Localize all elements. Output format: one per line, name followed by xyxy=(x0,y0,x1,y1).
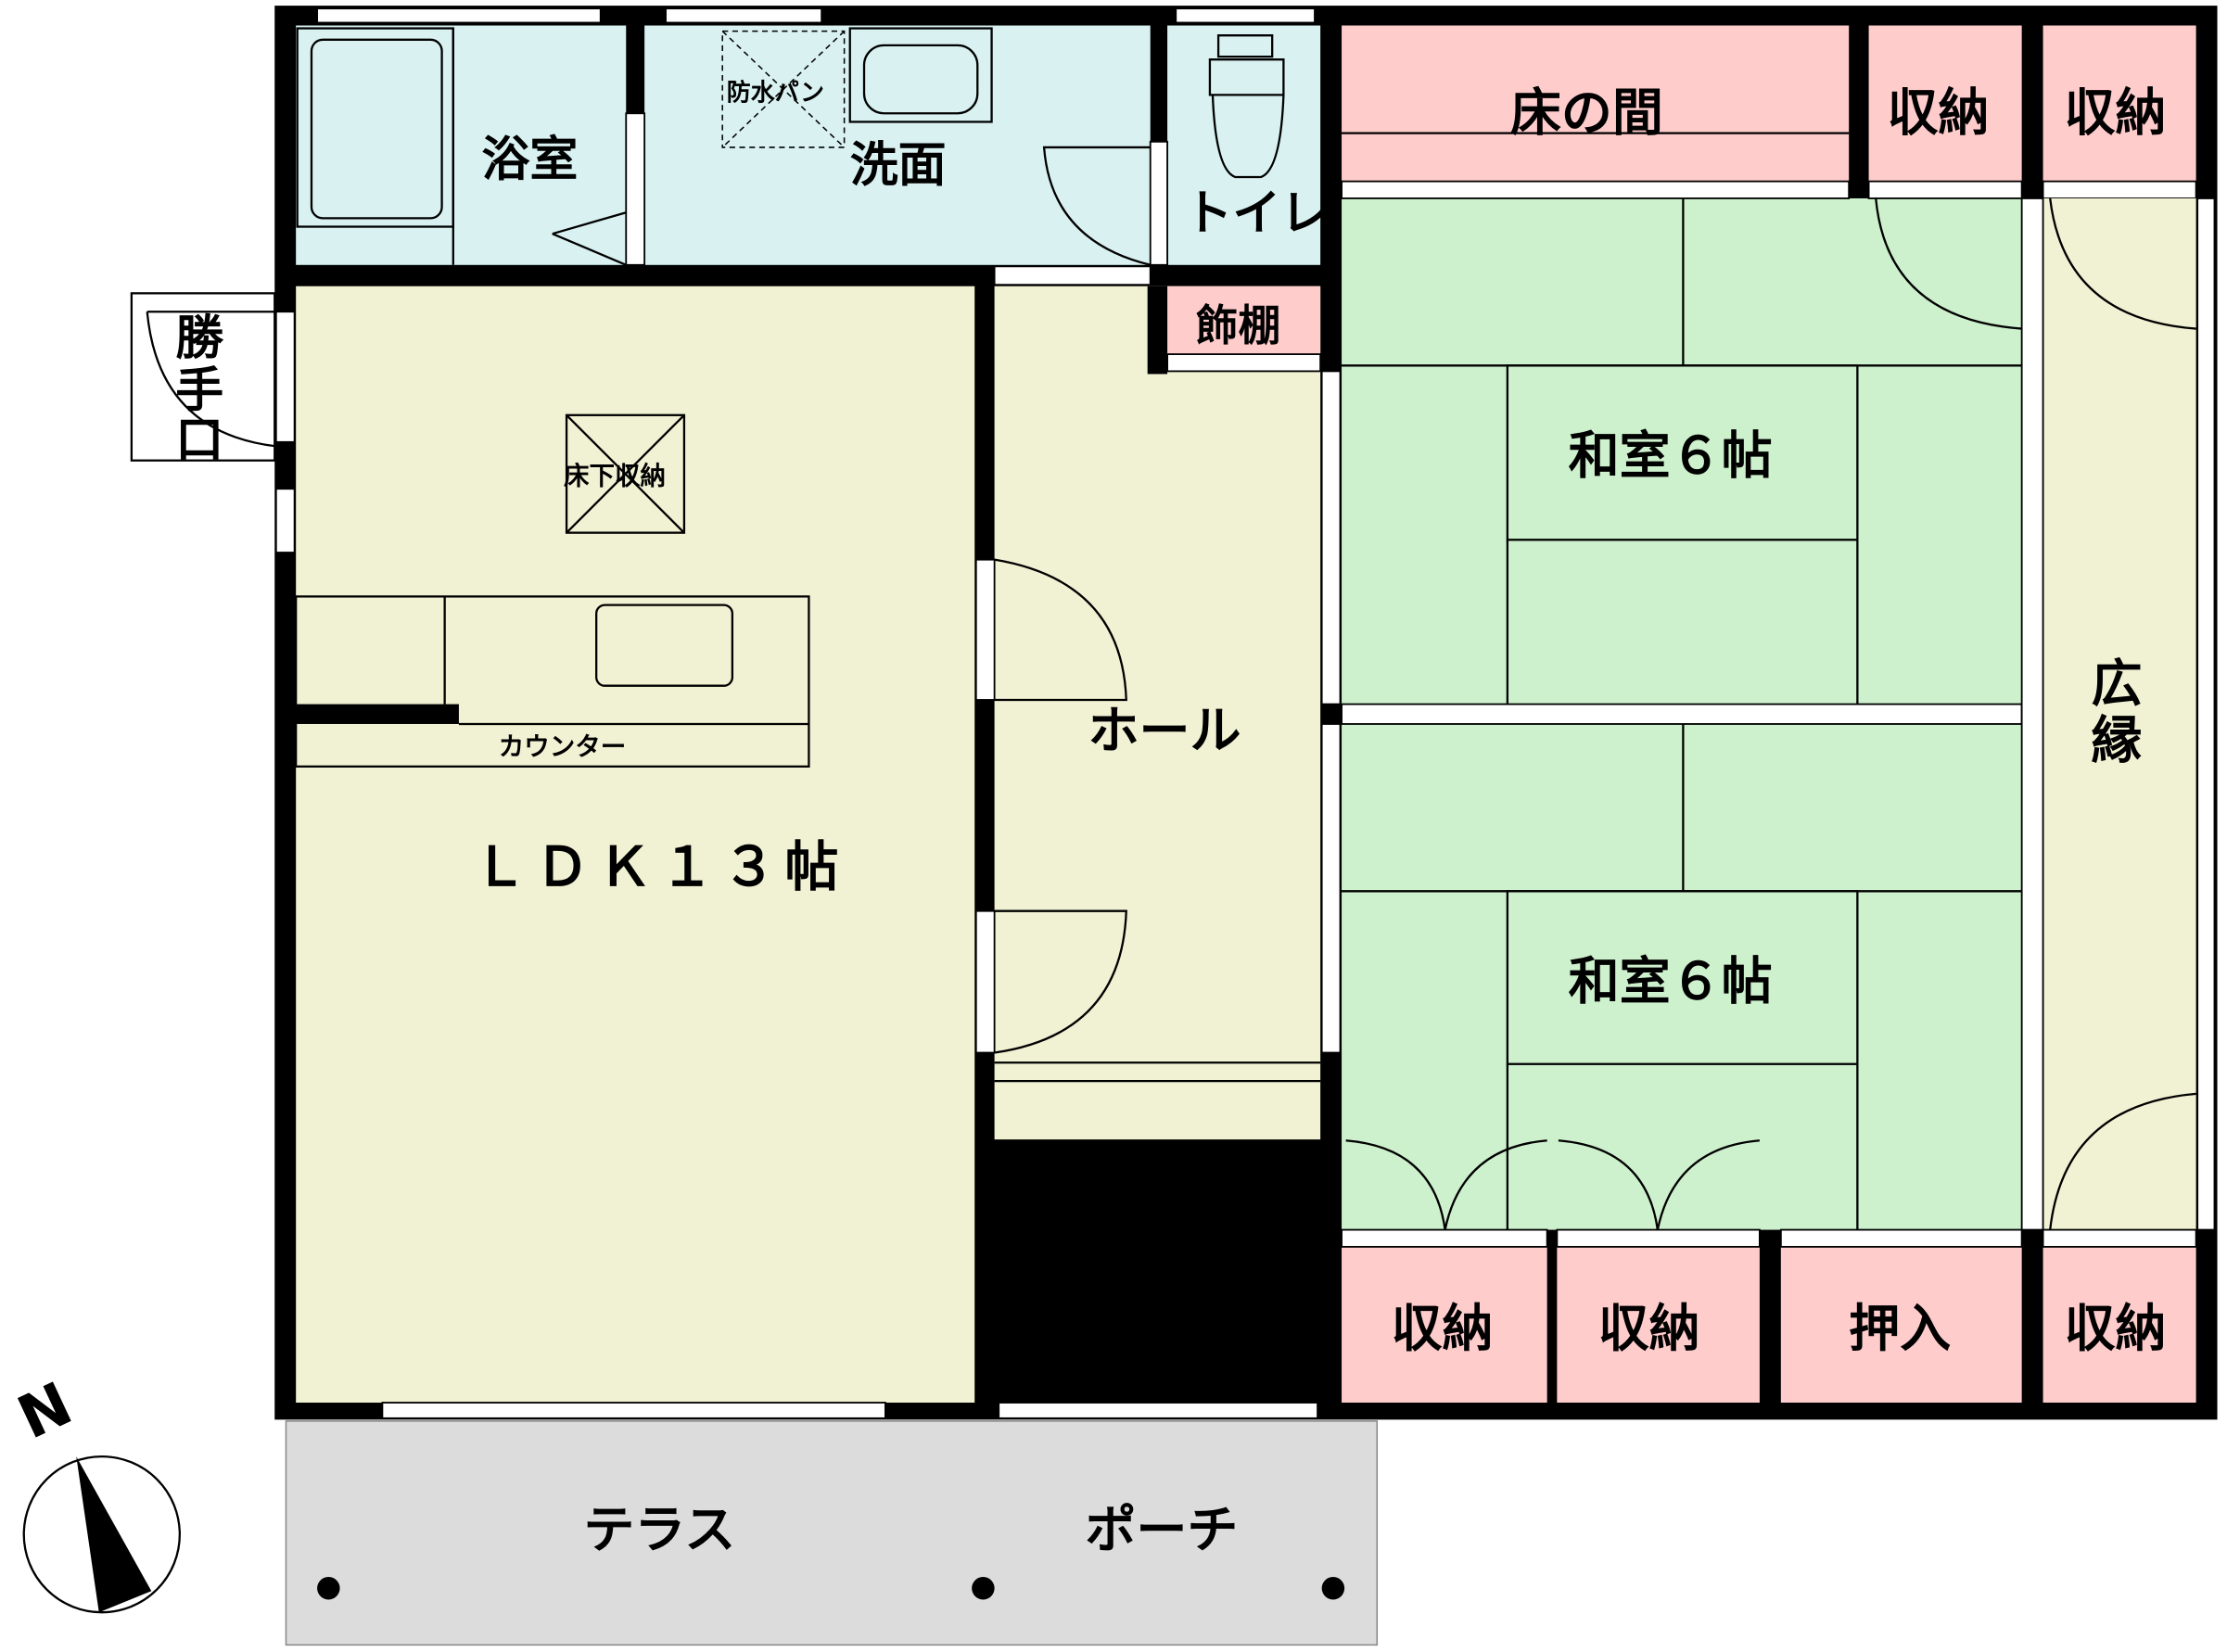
waterproof-pan xyxy=(721,30,846,148)
pillar xyxy=(972,1577,995,1600)
bath-room xyxy=(296,25,627,265)
service-entrance xyxy=(130,292,276,462)
label-engawa-1: 広 xyxy=(2092,654,2143,714)
label-storage-bottom-2: 収納 xyxy=(1598,1299,1700,1358)
engawa-area xyxy=(2042,197,2196,1230)
label-underfloor-storage: 床下収納 xyxy=(564,462,666,491)
door-swing xyxy=(994,909,1127,1054)
storage-bottom-1 xyxy=(1342,1246,1547,1404)
label-waterproof-pan: 防水パン xyxy=(727,80,824,108)
label-tokonoma: 床の間 xyxy=(1510,83,1663,143)
label-storage-bottom-1: 収納 xyxy=(1392,1299,1494,1358)
pillar xyxy=(317,1577,340,1600)
storage-top-2 xyxy=(2042,25,2196,182)
label-service-entrance-1: 勝 xyxy=(175,311,224,366)
label-storage-top-1: 収納 xyxy=(1887,83,1989,143)
compass: N xyxy=(7,1369,181,1614)
tokonoma-area xyxy=(1342,25,1850,182)
label-entrance: 玄関 xyxy=(1102,1242,1204,1302)
washroom xyxy=(644,25,1151,265)
label-washitsu-upper: 和室６帖 xyxy=(1569,426,1773,485)
toilet-icon xyxy=(1208,34,1285,179)
kitchen-counter xyxy=(295,595,810,768)
decor-shelf-area xyxy=(1167,286,1321,355)
pillar xyxy=(1321,1577,1345,1600)
label-ldk: ＬＤＫ１３帖 xyxy=(473,835,846,898)
label-oshiire: 押入 xyxy=(1849,1299,1951,1358)
label-service-entrance-3: 口 xyxy=(175,413,223,468)
ldk-room xyxy=(296,286,975,1404)
compass-needle-icon xyxy=(76,1456,152,1613)
compass-label: N xyxy=(7,1369,82,1454)
door-swing xyxy=(1042,146,1152,266)
storage-top-1 xyxy=(1868,25,2022,182)
label-decor-shelf: 飾棚 xyxy=(1196,300,1281,350)
terrace-porch xyxy=(285,1420,1379,1646)
label-storage-bottom-3: 収納 xyxy=(2064,1299,2166,1358)
label-terrace: テラス xyxy=(583,1500,735,1559)
label-bath: 浴室 xyxy=(481,133,578,188)
washbasin xyxy=(848,27,993,123)
door-swing xyxy=(994,558,1127,702)
bathtub-inner xyxy=(310,38,443,220)
label-porch: ポーチ xyxy=(1085,1500,1238,1559)
label-toilet: トイレ xyxy=(1184,186,1329,242)
sink xyxy=(595,604,734,687)
label-storage-top-2: 収納 xyxy=(2064,83,2166,143)
label-hall: ホール xyxy=(1088,701,1241,760)
oshiire-area xyxy=(1780,1246,2022,1404)
label-counter: カウンター xyxy=(499,732,627,762)
storage-bottom-2 xyxy=(1557,1246,1760,1404)
label-service-entrance-2: 手 xyxy=(175,363,223,419)
storage-bottom-3 xyxy=(2042,1246,2196,1404)
label-washroom: 洗面 xyxy=(850,138,947,194)
label-engawa-2: 縁 xyxy=(2092,711,2143,770)
label-washitsu-lower: 和室６帖 xyxy=(1569,951,1773,1010)
underfloor-storage-hatch xyxy=(565,413,686,534)
hall-room xyxy=(994,286,1321,1141)
toilet-room xyxy=(1167,25,1321,265)
